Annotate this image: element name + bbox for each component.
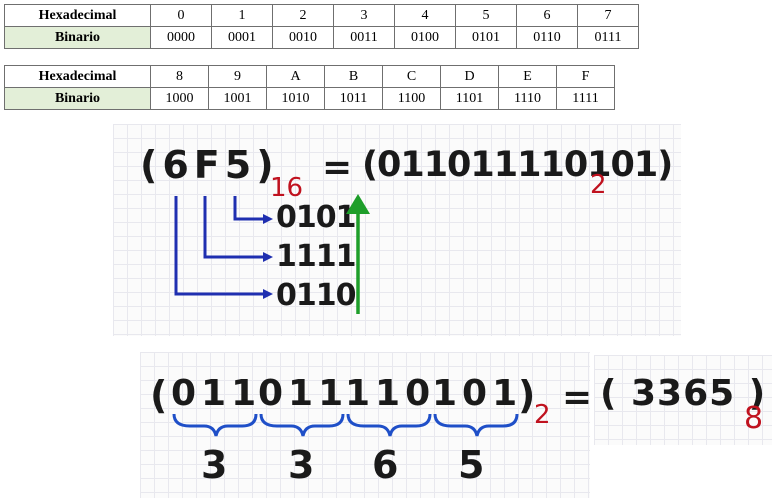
green-up-arrow-head xyxy=(346,194,370,214)
digit-expansion-6: 0110 xyxy=(276,278,356,313)
binary-group: 011 xyxy=(171,373,262,414)
binary-cell: 1101 xyxy=(440,87,499,110)
octal-digit: 3 xyxy=(201,443,228,487)
binary-cell: 0001 xyxy=(211,26,273,49)
binary-group: 101 xyxy=(432,373,523,414)
binary-cell: 1000 xyxy=(150,87,209,110)
binary-cell: 1100 xyxy=(382,87,441,110)
binary-group: 011 xyxy=(258,373,349,414)
binary-row: Binario 1000 1001 1010 1011 1100 1101 11… xyxy=(4,87,615,110)
octal-result-panel xyxy=(594,355,772,445)
hex-to-binary-panel xyxy=(113,124,681,336)
binary-cell: 0100 xyxy=(394,26,456,49)
octal-digit: 5 xyxy=(458,443,485,487)
group-brace xyxy=(346,413,432,437)
binary-cell: 0011 xyxy=(333,26,395,49)
group-brace xyxy=(259,413,345,437)
row-header-hexadecimal: Hexadecimal xyxy=(4,4,151,27)
arrow-digit-5 xyxy=(233,196,273,224)
equals-sign: = xyxy=(322,147,353,188)
binary-cell: 0010 xyxy=(272,26,334,49)
binary-cell: 0110 xyxy=(516,26,578,49)
binary-base-subscript: 2 xyxy=(590,170,607,200)
arrow-digit-F xyxy=(203,196,273,262)
binary-cell: 0000 xyxy=(150,26,212,49)
digit-expansion-5: 0101 xyxy=(276,200,356,235)
octal-base-subscript: 8 xyxy=(744,401,764,436)
digit-expansion-F: 1111 xyxy=(276,239,356,274)
row-header-binario: Binario xyxy=(4,87,151,110)
binary-cell: 1111 xyxy=(556,87,615,110)
hex-binary-table-2: Hexadecimal 8 9 A B C D E F Binario 1000… xyxy=(4,65,615,110)
binary-row: Binario 0000 0001 0010 0011 0100 0101 01… xyxy=(4,26,639,49)
arrow-digit-6 xyxy=(174,196,273,299)
binary-cell: 1011 xyxy=(324,87,383,110)
hex-base-subscript: 16 xyxy=(270,173,304,203)
row-header-binario: Binario xyxy=(4,26,151,49)
binary-group: 110 xyxy=(345,373,436,414)
binary-base-subscript: 2 xyxy=(534,400,551,430)
octal-digit: 6 xyxy=(372,443,399,487)
binary-close-paren: ) xyxy=(518,373,536,417)
group-brace xyxy=(172,413,258,437)
binary-cell: 1001 xyxy=(208,87,267,110)
octal-result: ( 3365 ) xyxy=(600,373,767,414)
group-brace xyxy=(433,413,519,437)
hex-binary-table-1: Hexadecimal 0 1 2 3 4 5 6 7 Binario 0000… xyxy=(4,4,639,49)
row-header-hexadecimal: Hexadecimal xyxy=(4,65,151,88)
binary-cell: 1010 xyxy=(266,87,325,110)
hex-number: (6F5) xyxy=(140,143,279,187)
octal-digit: 3 xyxy=(288,443,315,487)
binary-cell: 1110 xyxy=(498,87,557,110)
hex-row: Hexadecimal 8 9 A B C D E F xyxy=(4,65,615,88)
equals-sign: = xyxy=(562,377,593,418)
binary-cell: 0111 xyxy=(577,26,639,49)
binary-open-paren: ( xyxy=(150,373,168,417)
binary-result: (011011110101) xyxy=(362,145,673,185)
